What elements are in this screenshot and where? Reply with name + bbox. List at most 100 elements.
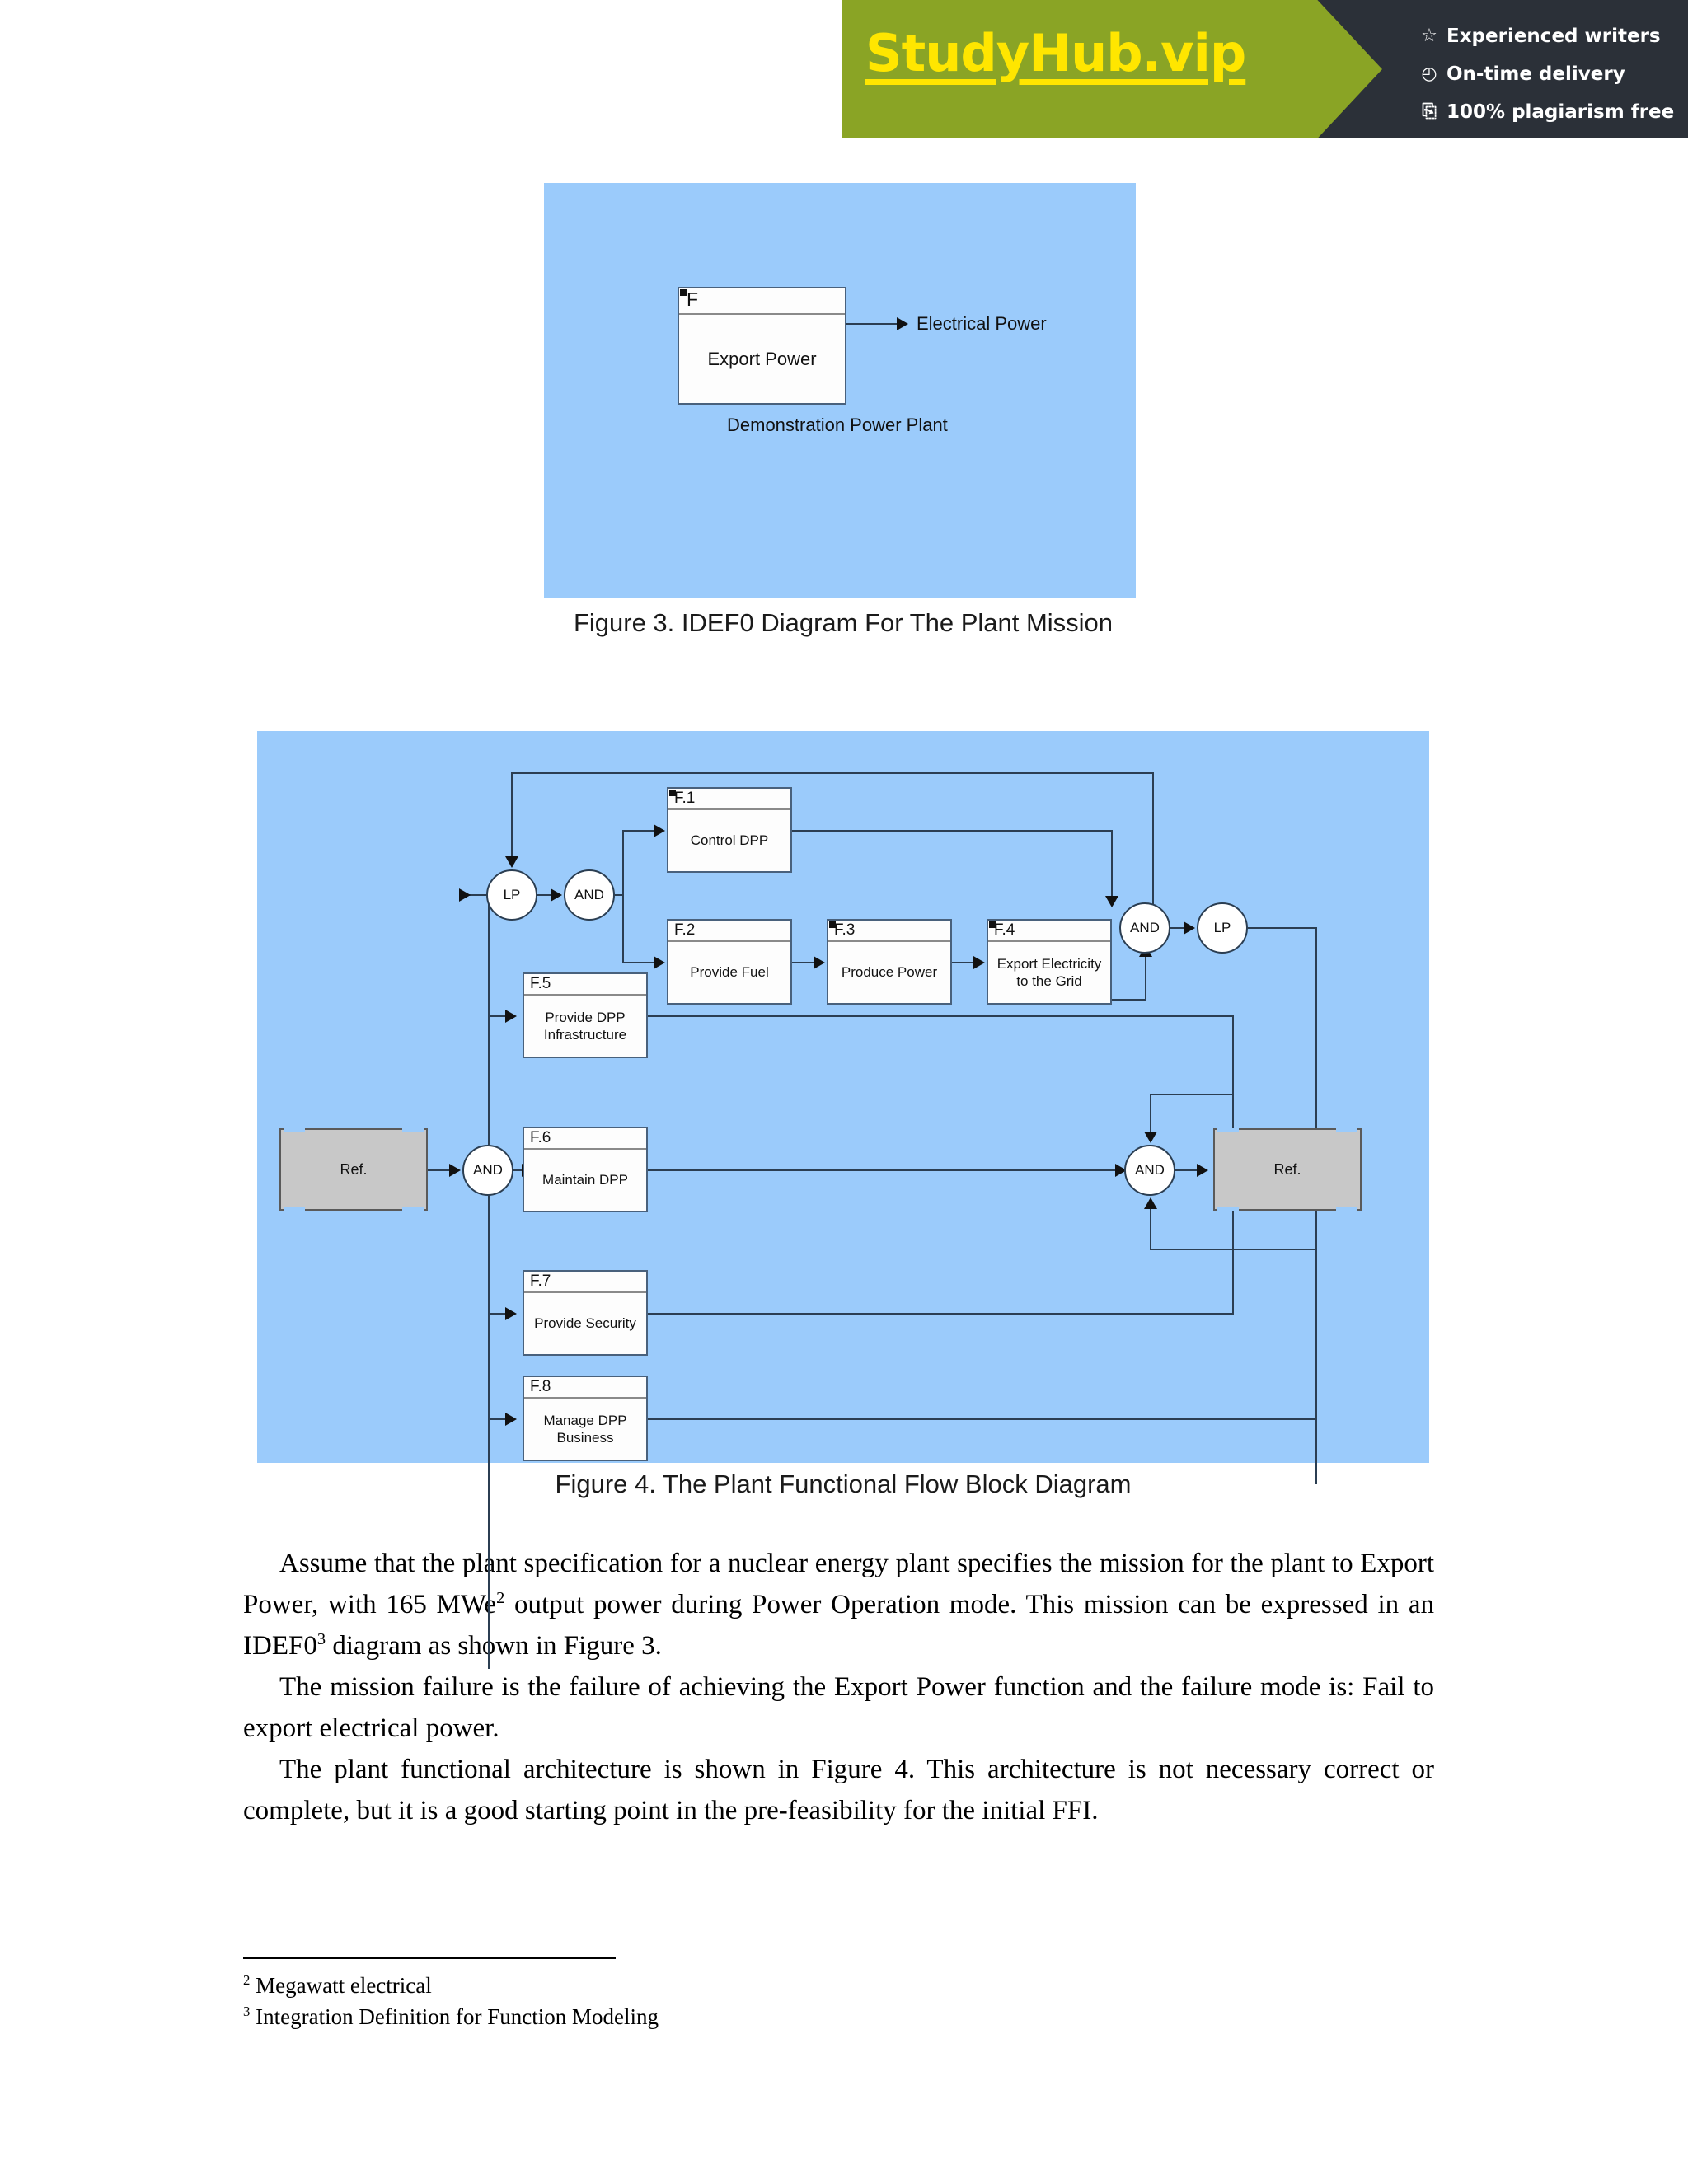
function-block-f7: F.7 Provide Security [523,1270,648,1356]
footnote-separator-rule [243,1957,616,1959]
and-main-to-lp-left-line [462,894,488,896]
block-label: Provide Security [534,1315,636,1332]
block-id: F [687,288,699,310]
function-block-f4: F.4 Export Electricity to the Grid [987,919,1112,1005]
output-flow-label: Electrical Power [917,313,1047,334]
ref-corner-notch [1217,1128,1239,1132]
lp-right-output-line [1248,927,1317,929]
block-label: Provide Fuel [690,964,769,981]
block-label: Produce Power [841,964,938,981]
footnote-ref-3: 3 [316,1630,326,1648]
footnote-text: Megawatt electrical [256,1973,432,1998]
f5-output-drop [1232,1015,1234,1172]
and-right-main-bottom-arrow-icon [1144,1197,1157,1209]
f3-to-f4-line [952,962,977,963]
f7-output-line [648,1313,1234,1315]
figure3-caption: Figure 3. IDEF0 Diagram For The Plant Mi… [573,608,1114,637]
feedback-loop-arrow-icon [505,856,518,868]
function-block-f5: F.5 Provide DPP Infrastructure [523,972,648,1058]
f6-to-and-arrow-icon [1115,1164,1127,1177]
and-main-rail-down [488,1193,490,1669]
ad-feature-item: ⎘ 100% plagiarism free [1419,94,1683,130]
block-header [524,1128,646,1150]
footnote-item: 3 Integration Definition for Function Mo… [243,2001,985,2032]
and-split-stub [615,894,623,896]
ad-feature-label: On-time delivery [1447,63,1625,85]
function-block-f6: F.6 Maintain DPP [523,1127,648,1212]
studyhub-ad-banner[interactable]: StudyHub.vip ☆ Experienced writers ◴ On-… [842,0,1688,138]
block-pin-icon [989,921,996,928]
feedback-loop-right-drop [1152,772,1154,904]
ad-logo-text[interactable]: StudyHub.vip [865,23,1246,83]
block-header [524,1377,646,1399]
and-main-rail-up [488,894,490,1145]
function-block-f2: F.2 Provide Fuel [667,919,792,1005]
output-arrow-icon [897,317,908,330]
gate-and-left-top: AND [564,869,615,921]
f3-to-f4-arrow-icon [973,956,985,969]
and-to-f1-arrow-icon [654,824,665,837]
and-to-f8-line [488,1418,509,1420]
paragraph-2: The mission failure is the failure of ac… [243,1672,1434,1743]
lp-to-and-line [537,894,554,896]
and-to-f8-arrow-icon [505,1413,517,1426]
ad-feature-item: ◴ On-time delivery [1419,56,1683,92]
ad-feature-item: ☆ Experienced writers [1419,18,1683,54]
ref-to-and-arrow-icon [449,1164,461,1177]
idef0-block-export-power: F Export Power [678,287,846,405]
clock-icon: ◴ [1421,63,1437,84]
footnote-item: 2 Megawatt electrical [243,1970,985,2001]
document-check-icon: ⎘ [1422,101,1437,122]
f6-output-line [648,1169,1118,1171]
and-right-main-bottom-stem [1150,1207,1151,1250]
block-id: F.1 [674,790,696,807]
block-label: Provide DPP Infrastructure [543,1009,627,1043]
block-pin-icon [669,790,676,796]
f2-to-f3-line [792,962,817,963]
and-to-f7-arrow-icon [505,1307,517,1320]
block-id: F.6 [530,1129,551,1146]
paragraph-3: The plant functional architecture is sho… [243,1755,1434,1825]
footnote-marker: 2 [243,1972,251,1988]
ad-feature-label: 100% plagiarism free [1447,101,1675,123]
feedback-loop-left-drop [511,772,513,863]
f1-output-arrow-icon [1105,896,1118,907]
block-label: Maintain DPP [542,1172,628,1188]
f5-merge-line [1150,1094,1232,1095]
footnote-area: 2 Megawatt electrical 3 Integration Defi… [243,1970,985,2032]
and-to-f5-line [488,1015,509,1017]
f1-output-line [792,830,1113,832]
block-header [524,974,646,996]
feedback-loop-top-line [511,772,1154,774]
block-header [668,921,790,942]
and-to-f2-arrow-icon [654,956,665,969]
gate-and-right-top: AND [1119,902,1170,954]
f1-output-drop [1111,830,1113,902]
ad-green-background [842,0,1382,138]
ref-corner-notch [1217,1207,1239,1211]
f7-f8-merge-line [1150,1249,1315,1250]
and-to-f5-arrow-icon [505,1010,517,1023]
block-label: Export Electricity to the Grid [996,955,1102,989]
ref-corner-notch [1336,1128,1357,1132]
f8-output-line [648,1418,1317,1420]
f4-output-rise [1145,955,1146,1001]
and-to-ref-right-line [1175,1169,1200,1171]
mechanism-flow-label: Demonstration Power Plant [727,415,948,435]
ref-corner-notch [402,1207,424,1211]
ref-corner-notch [284,1207,305,1211]
star-icon: ☆ [1421,26,1437,46]
and-to-f7-line [488,1313,509,1315]
block-label: Manage DPP Business [543,1412,627,1446]
ref-to-and-line [428,1169,452,1171]
block-id: F.5 [530,975,551,992]
ref-corner-notch [402,1128,424,1132]
lp-to-and-arrow-icon [551,888,562,902]
ref-corner-notch [284,1128,305,1132]
and-right-main-top-arrow-icon [1144,1132,1157,1143]
block-header [668,789,790,810]
and-to-f1-line [622,830,657,832]
paragraph-1: Assume that the plant specification for … [243,1543,1434,1666]
block-id: F.3 [834,921,856,939]
ref-block-right: Ref. [1213,1128,1362,1211]
